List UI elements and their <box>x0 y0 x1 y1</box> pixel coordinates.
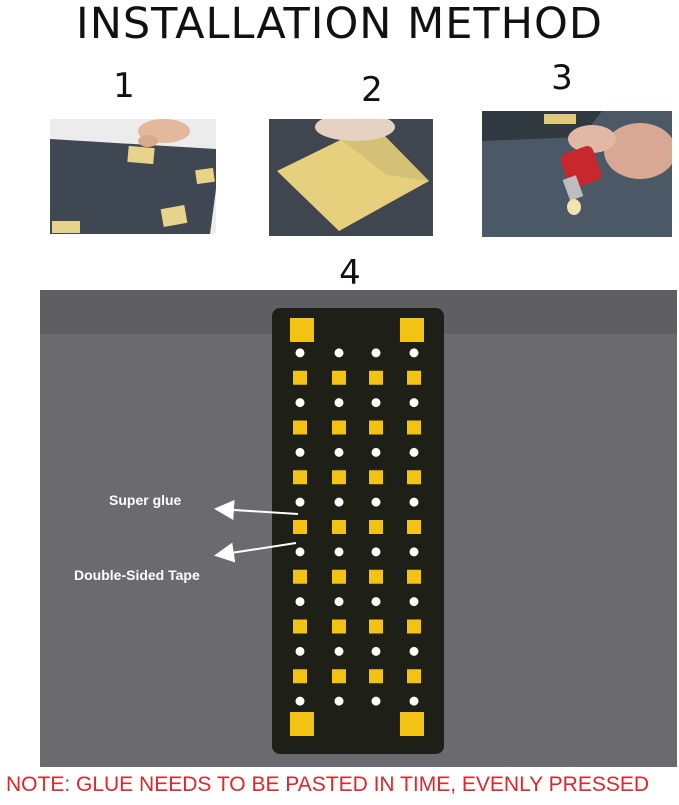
glue-dot <box>295 497 305 507</box>
double-sided-tape-label: Double-Sided Tape <box>74 567 200 583</box>
glue-dot <box>334 497 344 507</box>
tape-pad <box>293 470 307 485</box>
glue-dot <box>334 696 344 706</box>
step-number-2: 2 <box>361 70 383 110</box>
tape-pad <box>369 420 383 435</box>
tape-pad <box>407 619 421 634</box>
tape-pad-large <box>290 712 314 736</box>
glue-dot <box>334 348 344 358</box>
tape-pad <box>369 569 383 584</box>
glue-dot <box>409 597 419 607</box>
tape-pad <box>293 669 307 684</box>
glue-dot <box>409 398 419 408</box>
tape-pad <box>332 370 346 385</box>
tape-pad <box>332 420 346 435</box>
glue-dot <box>334 547 344 557</box>
glue-dot <box>409 447 419 457</box>
tape-pad <box>407 520 421 534</box>
tape-pad <box>332 520 346 534</box>
tape-pad <box>407 669 421 684</box>
glue-dot <box>295 646 305 656</box>
glue-dot <box>295 348 305 358</box>
tape-pad <box>293 569 307 584</box>
tape-pad <box>407 370 421 385</box>
glue-dot <box>334 646 344 656</box>
glue-dot <box>371 348 381 358</box>
installation-note: NOTE: GLUE NEEDS TO BE PASTED IN TIME, E… <box>6 773 650 796</box>
step-1-photo <box>50 119 216 234</box>
tape-pad <box>369 520 383 534</box>
tape-pad-large <box>400 318 424 342</box>
step-2-photo <box>269 119 433 236</box>
glue-dot <box>409 497 419 507</box>
tape-pad <box>332 669 346 684</box>
glue-dot <box>371 597 381 607</box>
tape-pad <box>332 569 346 584</box>
tape-pad <box>293 370 307 385</box>
tape-pad <box>332 619 346 634</box>
tape-pad-large <box>290 318 314 342</box>
glue-dot <box>371 398 381 408</box>
glue-dot <box>334 447 344 457</box>
glue-dot <box>295 547 305 557</box>
glue-dot <box>371 696 381 706</box>
page-title: INSTALLATION METHOD <box>76 0 603 49</box>
super-glue-label: Super glue <box>109 492 182 508</box>
glue-dot <box>295 447 305 457</box>
glue-dot <box>409 547 419 557</box>
tape-pad <box>407 420 421 435</box>
led-strip-board <box>272 308 444 754</box>
glue-dot <box>371 447 381 457</box>
glue-dot <box>295 696 305 706</box>
step-number-3: 3 <box>551 58 573 98</box>
glue-dot <box>295 398 305 408</box>
tape-pad <box>369 470 383 485</box>
glue-dot <box>334 398 344 408</box>
tape-pad <box>407 569 421 584</box>
glue-dot <box>295 597 305 607</box>
adhesive-pattern <box>290 318 424 736</box>
glue-dot <box>371 497 381 507</box>
glue-dot <box>371 547 381 557</box>
tape-pad-large <box>400 712 424 736</box>
tape-pad <box>369 370 383 385</box>
tape-pad <box>332 470 346 485</box>
glue-dot <box>409 348 419 358</box>
glue-dot <box>409 696 419 706</box>
step-3-photo <box>482 111 672 237</box>
tape-pad <box>407 470 421 485</box>
tape-pad <box>293 619 307 634</box>
step-number-1: 1 <box>113 66 135 106</box>
glue-dot <box>334 597 344 607</box>
step-number-4: 4 <box>339 253 361 293</box>
tape-pad <box>293 420 307 435</box>
tape-pad <box>369 619 383 634</box>
glue-dot <box>371 646 381 656</box>
tape-pad <box>369 669 383 684</box>
tape-pad <box>293 520 307 534</box>
glue-dot <box>409 646 419 656</box>
